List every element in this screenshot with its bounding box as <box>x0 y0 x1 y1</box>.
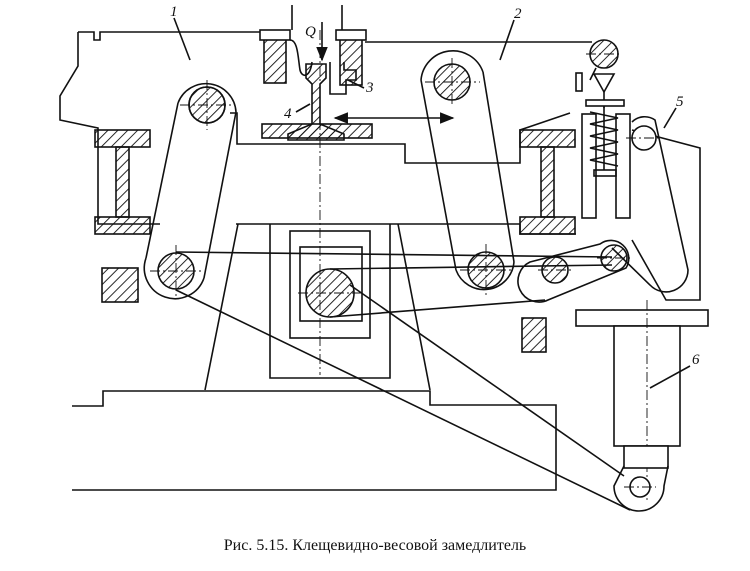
figure-caption: Рис. 5.15. Клещевидно-весовой замедлител… <box>223 537 527 554</box>
lever-1 <box>143 80 237 300</box>
support-frame <box>204 223 431 391</box>
spring-coil <box>581 113 631 219</box>
right-lever <box>517 239 632 303</box>
label-part-3: 3 <box>365 80 374 96</box>
foundation-base <box>72 390 557 491</box>
label-load-q: Q <box>305 24 316 40</box>
housing-5 <box>611 116 701 301</box>
cylinder-6 <box>575 300 709 512</box>
rail-clamp <box>259 5 367 86</box>
brake-shoe <box>329 62 357 95</box>
label-part-1: 1 <box>170 4 178 20</box>
label-part-6: 6 <box>692 352 700 368</box>
label-part-4: 4 <box>284 106 292 122</box>
spring-assembly <box>575 39 631 219</box>
i-beam-left <box>94 129 151 235</box>
leader-lines <box>173 17 691 389</box>
rail <box>261 30 373 375</box>
center-pin <box>298 268 362 318</box>
linkage-lines <box>175 251 631 511</box>
hatched-blocks <box>101 267 547 353</box>
lever-2 <box>420 50 515 296</box>
label-part-5: 5 <box>676 94 684 110</box>
i-beam-right <box>519 129 576 235</box>
label-part-2: 2 <box>514 6 522 22</box>
